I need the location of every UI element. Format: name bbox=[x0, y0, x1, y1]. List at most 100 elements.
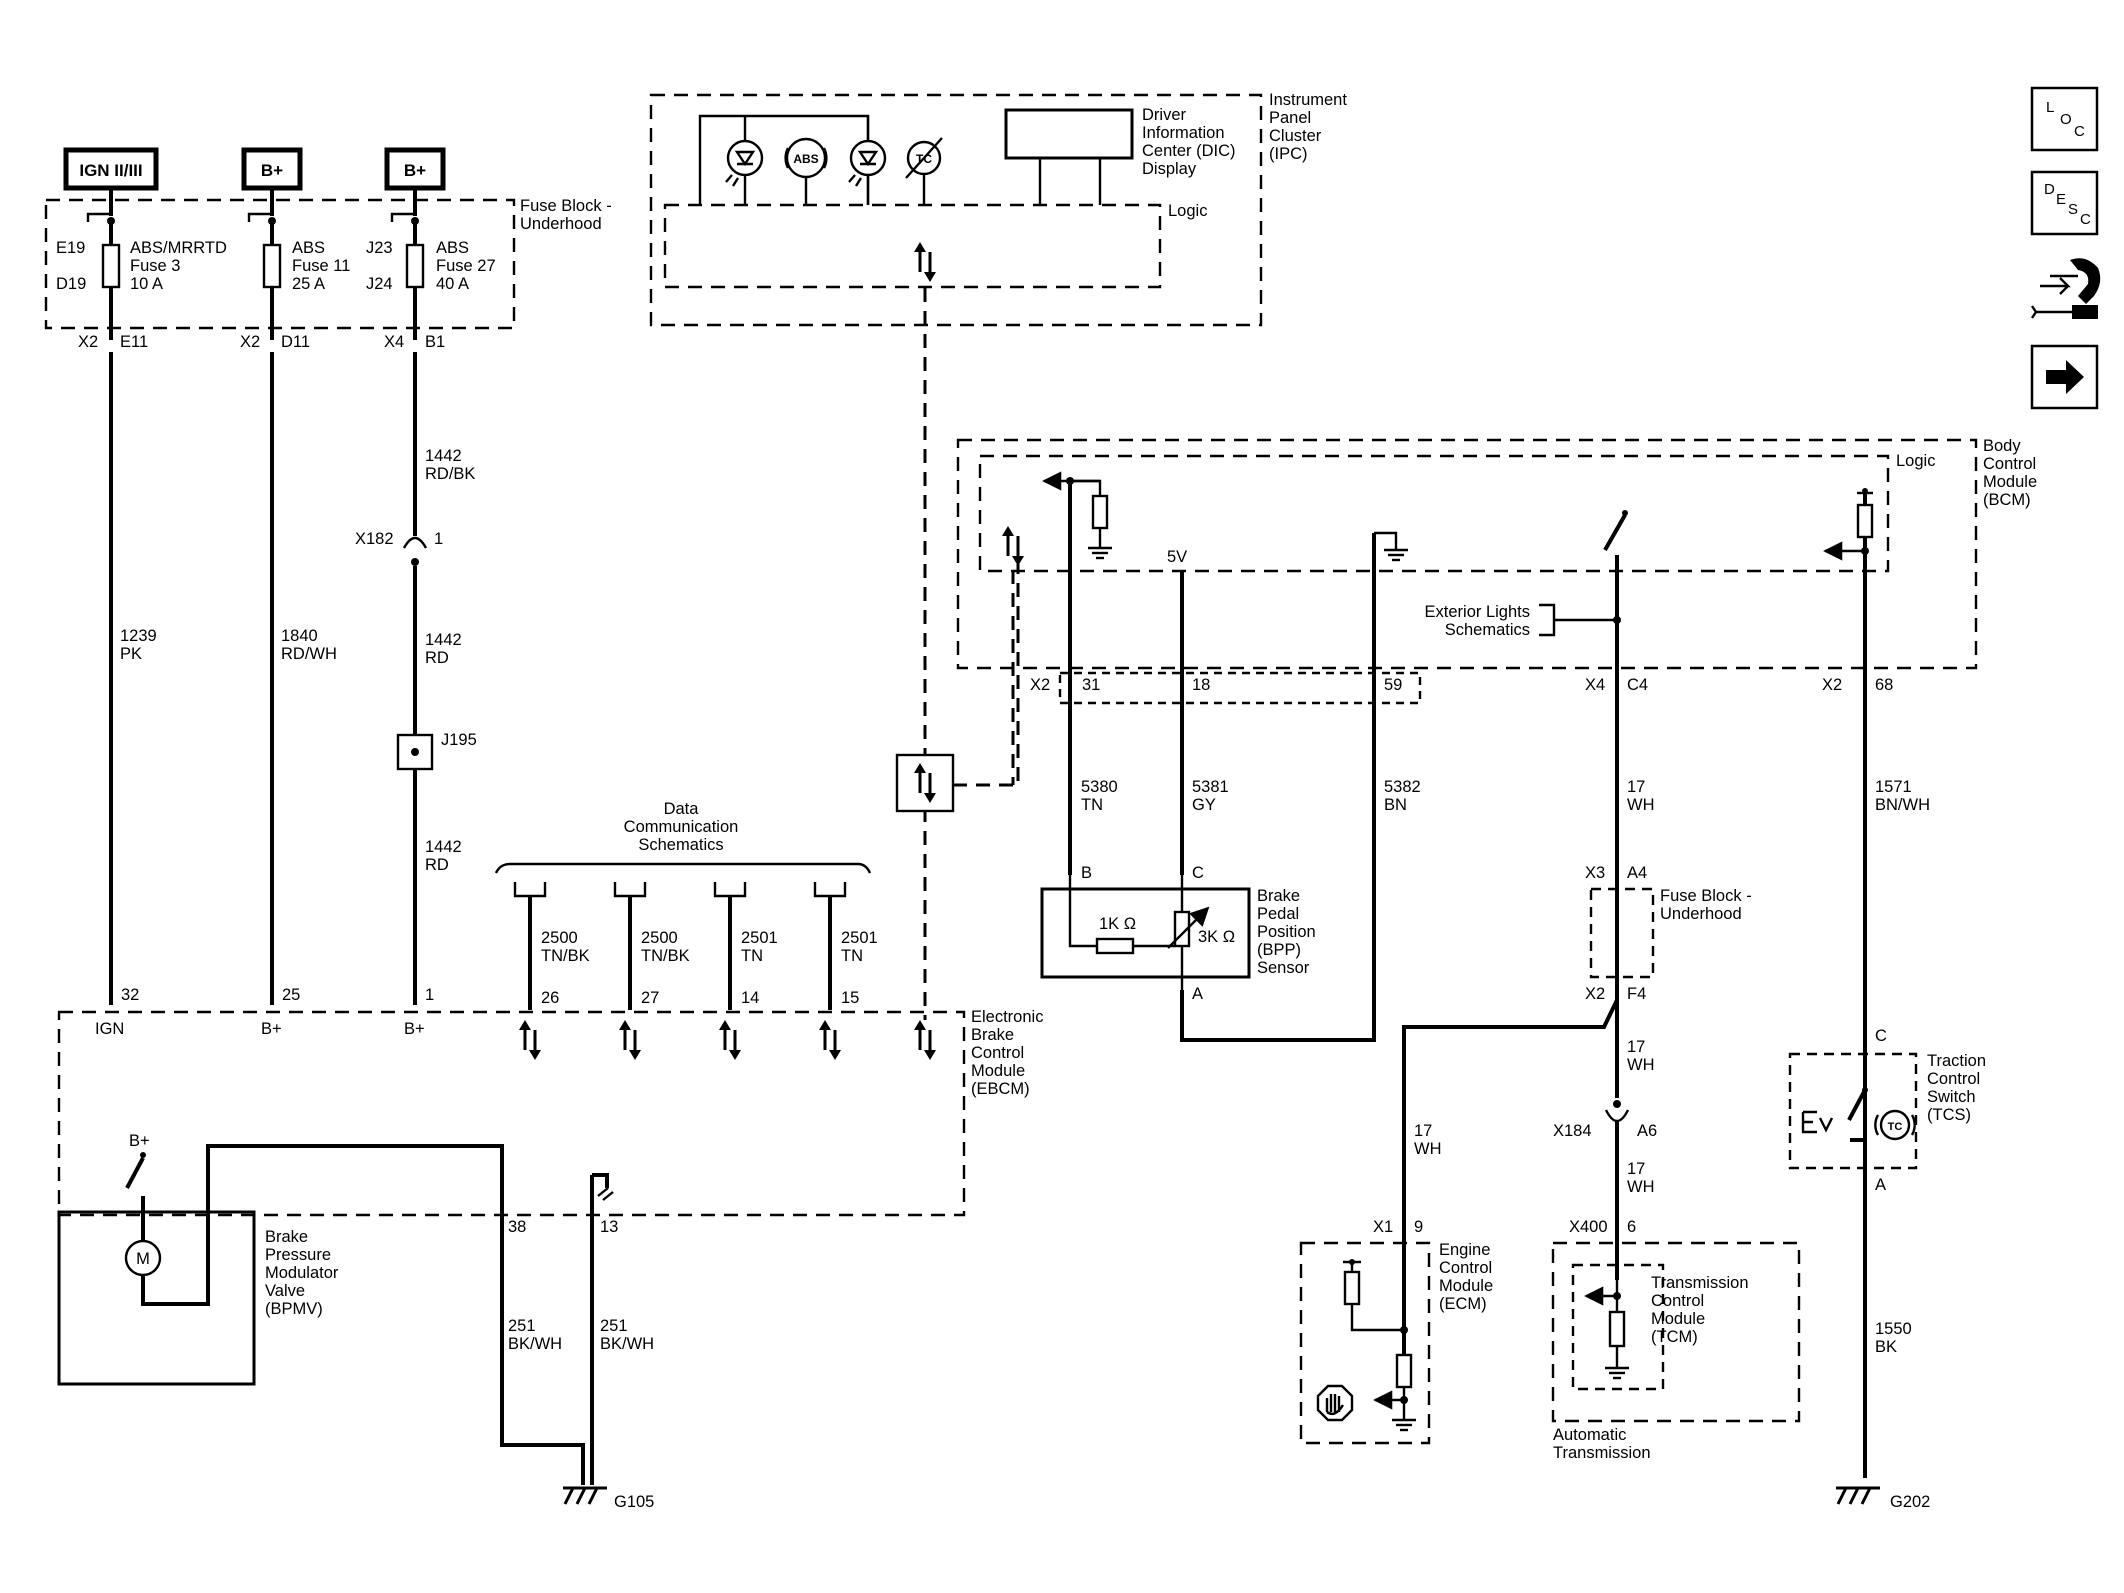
ebcm-pin-13: 13 bbox=[600, 1218, 618, 1236]
bpp-title-1: Brake bbox=[1257, 887, 1300, 905]
ecm-title-4: (ECM) bbox=[1439, 1295, 1487, 1313]
dc-pin-1: 26 bbox=[541, 989, 559, 1007]
bcm-title-1: Body bbox=[1983, 437, 2021, 455]
ecm-title-2: Control bbox=[1439, 1259, 1492, 1277]
bcm-pin-c4: C4 bbox=[1627, 676, 1648, 694]
tcm-title-1: Transmission bbox=[1651, 1274, 1749, 1292]
ecm-pin: 9 bbox=[1414, 1218, 1423, 1236]
bcm-pin-18: 18 bbox=[1192, 676, 1210, 694]
x184-label: X184 bbox=[1553, 1122, 1592, 1140]
wire-1442-c-color: RD bbox=[425, 856, 449, 874]
ipc-title-4: (IPC) bbox=[1269, 145, 1308, 163]
gnd-wire-2: 251 bbox=[600, 1317, 628, 1335]
bpp-wire-1: 5380 bbox=[1081, 778, 1118, 796]
wire-1442-a-color: RD/BK bbox=[425, 465, 475, 483]
dc-pin-4: 15 bbox=[841, 989, 859, 1007]
power-source-bplus-2-label: B+ bbox=[404, 161, 426, 180]
bcm-pin-31: 31 bbox=[1082, 676, 1100, 694]
dic-1: Driver bbox=[1142, 106, 1187, 124]
ebcm-pin-25: 25 bbox=[282, 986, 300, 1004]
wire-1442-c: 1442 bbox=[425, 838, 462, 856]
ext-lights-2: Schematics bbox=[1445, 621, 1530, 639]
ebcm-pin-38: 38 bbox=[508, 1218, 526, 1236]
power-source-bplus-1: B+ bbox=[241, 147, 303, 191]
tcs-wire-bottom: 1550 bbox=[1875, 1320, 1912, 1338]
tcs-pin-c: C bbox=[1875, 1027, 1887, 1045]
fb-conn-2: X2 bbox=[240, 333, 260, 351]
w17-3: 17 bbox=[1627, 1160, 1645, 1178]
dc-wire-3: 2501 bbox=[741, 929, 778, 947]
fuse-1-label-3: 10 A bbox=[130, 275, 163, 293]
connector-tool-icon[interactable] bbox=[2031, 258, 2101, 319]
x182-label: X182 bbox=[355, 530, 394, 548]
fuse-3-in-pin: J23 bbox=[366, 239, 393, 257]
ebcm-title-5: (EBCM) bbox=[971, 1080, 1030, 1098]
data-communication-schematics: Data Communication Schematics 2500 TN/BK… bbox=[494, 800, 878, 1010]
bpp-sensor: B C A 1K Ω 3K Ω Brake Pedal Position (BP… bbox=[1040, 864, 1316, 1003]
data-comm-title-2: Communication bbox=[624, 818, 739, 836]
tcm-footer-2: Transmission bbox=[1553, 1444, 1651, 1462]
bpp-r2: 3K Ω bbox=[1198, 928, 1235, 946]
ipc-title-3: Cluster bbox=[1269, 127, 1322, 145]
data-comm-title-1: Data bbox=[664, 800, 700, 818]
wire-1840: 1840 bbox=[281, 627, 318, 645]
fuse-2-label-2: Fuse 11 bbox=[292, 257, 350, 275]
fuse-1-label-2: Fuse 3 bbox=[130, 257, 180, 275]
fb-pin-2: D11 bbox=[281, 333, 310, 351]
ebcm-title-3: Control bbox=[971, 1044, 1024, 1062]
next-arrow-icon[interactable] bbox=[2030, 344, 2099, 410]
ecm-hand-stop-icon bbox=[1316, 1384, 1354, 1422]
data-comm-title-3: Schematics bbox=[638, 836, 723, 854]
power-source-ign-label: IGN II/III bbox=[79, 161, 142, 180]
fuse-1-label-1: ABS/MRRTD bbox=[130, 239, 227, 257]
abs-indicator-icon: ABS bbox=[784, 137, 828, 179]
location-icon[interactable]: L O C bbox=[2030, 86, 2099, 152]
bcm-title-3: Module bbox=[1983, 473, 2037, 491]
bpp-wire-1-color: TN bbox=[1081, 796, 1103, 814]
wire-1442-b-color: RD bbox=[425, 649, 449, 667]
w17-2-color: WH bbox=[1627, 1056, 1655, 1074]
tcs-title-1: Traction bbox=[1927, 1052, 1986, 1070]
abs-icon-text: ABS bbox=[793, 152, 818, 166]
w17-1-color: WH bbox=[1627, 796, 1655, 814]
g202-label: G202 bbox=[1890, 1493, 1930, 1511]
brake-switch-circuit: 17 WH X3 A4 Fuse Block - Underhood X2 F4… bbox=[1402, 778, 1752, 1280]
x182-pin: 1 bbox=[434, 530, 443, 548]
ebcm-pin-1: 1 bbox=[425, 986, 434, 1004]
power-source-bplus-1-label: B+ bbox=[261, 161, 283, 180]
tcm: Automatic Transmission Transmission Cont… bbox=[1551, 1241, 1801, 1462]
instrument-panel-cluster: Instrument Panel Cluster (IPC) ABS TC bbox=[649, 91, 1347, 327]
motor-label: M bbox=[136, 1250, 150, 1268]
bcm-title-4: (BCM) bbox=[1983, 491, 2031, 509]
tcs-pin-a: A bbox=[1875, 1176, 1886, 1194]
serial-data-gateway bbox=[895, 564, 1020, 813]
w17-4-color: WH bbox=[1414, 1140, 1442, 1158]
gnd-wire-1: 251 bbox=[508, 1317, 536, 1335]
fb-pin-1: E11 bbox=[120, 333, 148, 351]
traction-control-switch: 1571 BN/WH C Traction Control Switch (TC… bbox=[1788, 778, 1986, 1511]
fbm-title-2: Underhood bbox=[1660, 905, 1742, 923]
tcs-icon-text: TC bbox=[1888, 1121, 1903, 1133]
loc-o: O bbox=[2060, 111, 2072, 128]
fbm-bot-pin: F4 bbox=[1627, 985, 1646, 1003]
ground-g105: 251 BK/WH 251 BK/WH G105 bbox=[508, 1317, 654, 1511]
x400-label: X400 bbox=[1569, 1218, 1608, 1236]
description-icon[interactable]: D E S C bbox=[2030, 170, 2099, 236]
wire-1840-color: RD/WH bbox=[281, 645, 337, 663]
fuse-1-in-pin: E19 bbox=[56, 239, 85, 257]
fuse-3-label-1: ABS bbox=[436, 239, 469, 257]
bcm-logic-label: Logic bbox=[1896, 452, 1935, 470]
ipc-title-2: Panel bbox=[1269, 109, 1311, 127]
tcs-wire-bottom-color: BK bbox=[1875, 1338, 1897, 1356]
tcs-title-2: Control bbox=[1927, 1070, 1980, 1088]
bpp-wire-3: 5382 bbox=[1384, 778, 1421, 796]
w17-3-color: WH bbox=[1627, 1178, 1655, 1196]
dc-wire-1: 2500 bbox=[541, 929, 578, 947]
bpp-pin-b: B bbox=[1081, 864, 1092, 882]
ecm-title-1: Engine bbox=[1439, 1241, 1490, 1259]
fuse-3-label-2: Fuse 27 bbox=[436, 257, 496, 275]
desc-c: C bbox=[2080, 211, 2091, 228]
ebcm-pin-32: 32 bbox=[121, 986, 139, 1004]
fuse-block-underhood-top: Fuse Block - Underhood E19 D19 ABS/MRRTD… bbox=[44, 188, 612, 351]
